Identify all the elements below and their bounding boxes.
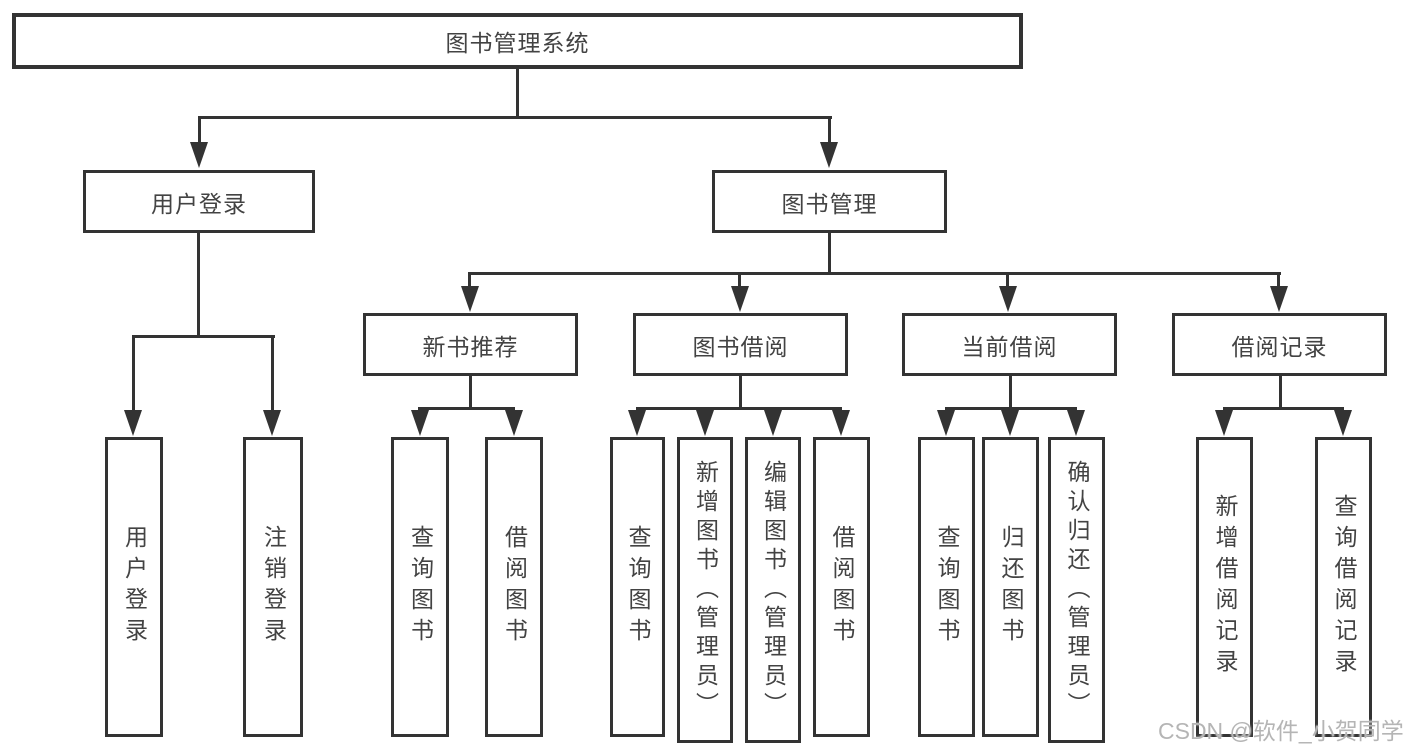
arrow-down-icon bbox=[1270, 286, 1288, 312]
connector-hline bbox=[132, 335, 275, 338]
node-label: 用户登录 bbox=[121, 525, 148, 649]
connector-vline bbox=[516, 69, 519, 118]
node-label: 查询图书 bbox=[625, 525, 651, 649]
connector-vline bbox=[1006, 272, 1009, 290]
arrow-down-icon bbox=[263, 410, 281, 436]
node-label: 图书管理 bbox=[781, 190, 878, 217]
leaf-borrow-books-borrowing: 借阅图书 bbox=[813, 437, 870, 737]
node-label: 查询图书 bbox=[407, 525, 434, 649]
leaf-query-borrow-record: 查询借阅记录 bbox=[1315, 437, 1372, 737]
node-label: 编辑图书（管理员） bbox=[760, 459, 787, 721]
leaf-logout: 注销登录 bbox=[243, 437, 303, 737]
leaf-query-books-borrowing: 查询图书 bbox=[610, 437, 665, 737]
arrow-down-icon bbox=[937, 410, 955, 436]
node-label: 查询图书 bbox=[934, 525, 960, 649]
arrow-down-icon bbox=[832, 410, 850, 436]
node-label: 新增图书（管理员） bbox=[692, 459, 719, 721]
csdn-watermark: CSDN @软件_小贺同学 bbox=[1158, 718, 1404, 744]
node-user-login: 用户登录 bbox=[83, 170, 315, 233]
connector-vline bbox=[132, 335, 135, 412]
arrow-down-icon bbox=[124, 410, 142, 436]
arrow-down-icon bbox=[820, 142, 838, 168]
arrow-down-icon bbox=[731, 286, 749, 312]
leaf-query-books-current: 查询图书 bbox=[918, 437, 975, 737]
leaf-confirm-return-admin: 确认归还（管理员） bbox=[1048, 437, 1105, 743]
node-label: 图书借阅 bbox=[692, 333, 789, 360]
connector-vline bbox=[469, 376, 472, 409]
node-label: 借阅图书 bbox=[501, 525, 528, 649]
node-label: 归还图书 bbox=[998, 525, 1024, 649]
node-label: 借阅图书 bbox=[829, 525, 855, 649]
arrow-down-icon bbox=[628, 410, 646, 436]
arrow-down-icon bbox=[505, 410, 523, 436]
leaf-return-book: 归还图书 bbox=[982, 437, 1039, 737]
connector-vline bbox=[738, 272, 741, 290]
connector-vline bbox=[739, 376, 742, 409]
leaf-query-books-recommend: 查询图书 bbox=[391, 437, 449, 737]
connector-vline bbox=[828, 116, 831, 146]
connector-vline bbox=[828, 233, 831, 274]
node-label: 新增借阅记录 bbox=[1212, 494, 1238, 680]
leaf-add-borrow-record: 新增借阅记录 bbox=[1196, 437, 1253, 737]
node-book-management: 图书管理 bbox=[712, 170, 947, 233]
leaf-user-login: 用户登录 bbox=[105, 437, 163, 737]
connector-hline bbox=[1223, 407, 1344, 410]
arrow-down-icon bbox=[1334, 410, 1352, 436]
arrow-down-icon bbox=[1067, 410, 1085, 436]
node-label: 注销登录 bbox=[260, 525, 287, 649]
connector-vline bbox=[198, 116, 201, 146]
arrow-down-icon bbox=[1215, 410, 1233, 436]
connector-hline bbox=[636, 407, 842, 410]
connector-vline bbox=[1009, 376, 1012, 409]
arrow-down-icon bbox=[190, 142, 208, 168]
connector-vline bbox=[271, 335, 274, 412]
leaf-add-book-admin: 新增图书（管理员） bbox=[677, 437, 733, 743]
node-label: 确认归还（管理员） bbox=[1064, 459, 1090, 721]
arrow-down-icon bbox=[696, 410, 714, 436]
node-label: 新书推荐 bbox=[422, 333, 519, 360]
node-current-borrowing: 当前借阅 bbox=[902, 313, 1117, 376]
arrow-down-icon bbox=[999, 286, 1017, 312]
connector-hline bbox=[198, 116, 832, 119]
arrow-down-icon bbox=[461, 286, 479, 312]
arrow-down-icon bbox=[411, 410, 429, 436]
node-label: 当前借阅 bbox=[961, 333, 1058, 360]
connector-vline bbox=[1279, 376, 1282, 409]
connector-hline bbox=[468, 272, 1281, 275]
node-new-book-recommend: 新书推荐 bbox=[363, 313, 578, 376]
arrow-down-icon bbox=[764, 410, 782, 436]
leaf-borrow-books-recommend: 借阅图书 bbox=[485, 437, 543, 737]
node-label: 查询借阅记录 bbox=[1331, 494, 1357, 680]
node-label: 图书管理系统 bbox=[445, 30, 590, 56]
connector-vline bbox=[197, 233, 200, 337]
node-label: 用户登录 bbox=[151, 190, 247, 217]
node-borrowing-records: 借阅记录 bbox=[1172, 313, 1387, 376]
leaf-edit-book-admin: 编辑图书（管理员） bbox=[745, 437, 801, 743]
node-library-management-system: 图书管理系统 bbox=[12, 13, 1023, 69]
connector-vline bbox=[468, 272, 471, 290]
connector-vline bbox=[1277, 272, 1280, 290]
node-label: 借阅记录 bbox=[1231, 333, 1328, 360]
connector-hline bbox=[418, 407, 515, 410]
node-book-borrowing: 图书借阅 bbox=[633, 313, 848, 376]
connector-hline bbox=[945, 407, 1077, 410]
arrow-down-icon bbox=[1001, 410, 1019, 436]
